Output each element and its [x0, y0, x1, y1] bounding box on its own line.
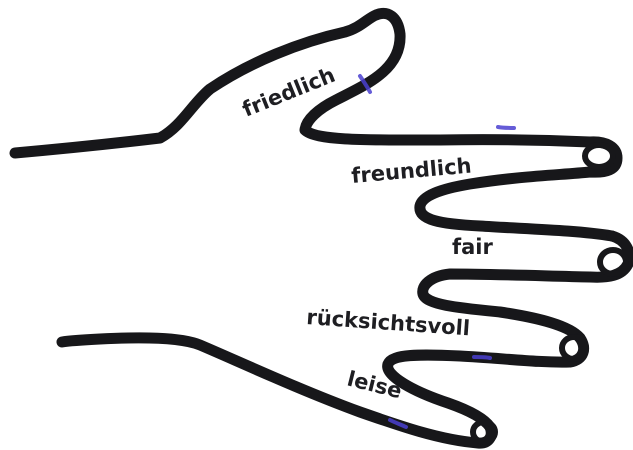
- ring-finger-outline: [388, 338, 584, 427]
- index-fingernail: [585, 145, 613, 167]
- word-middle: fair: [452, 235, 494, 259]
- purple-mark-ring: [474, 357, 490, 358]
- purple-mark-index: [498, 127, 514, 128]
